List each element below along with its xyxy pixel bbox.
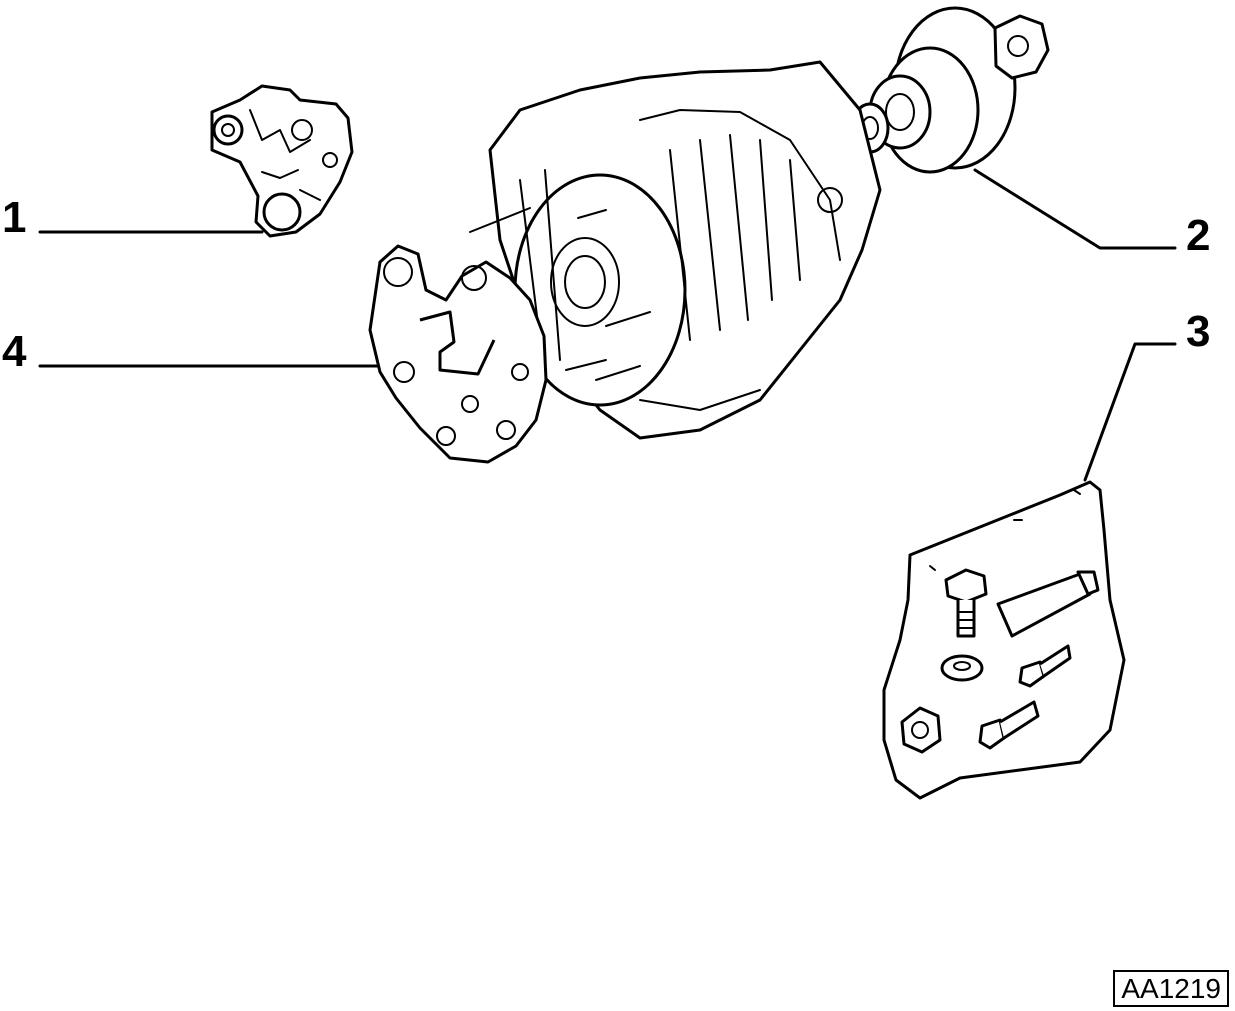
hardware-kit-part (882, 480, 1126, 800)
callout-number-3: 3 (1186, 307, 1211, 356)
nut-icon (900, 706, 942, 754)
callout-number-1: 1 (2, 193, 27, 242)
grease-tube-icon (996, 570, 1100, 638)
callout-number-2: 2 (1186, 211, 1211, 260)
voltage-regulator-part (210, 84, 354, 238)
leader-lines (38, 168, 1177, 482)
washer-icon (940, 654, 984, 682)
leader-line-3 (1083, 342, 1177, 482)
pulley-part (850, 6, 1050, 174)
reference-code-box: AA1219 (1113, 969, 1229, 1007)
alternator-body (469, 60, 882, 440)
screw-icon (1018, 644, 1072, 688)
leader-line-2 (973, 168, 1177, 250)
rectifier-plate-part (368, 244, 548, 464)
bolt-icon (944, 568, 988, 638)
screw-icon-2 (978, 700, 1040, 750)
callout-number-4: 4 (2, 327, 27, 376)
